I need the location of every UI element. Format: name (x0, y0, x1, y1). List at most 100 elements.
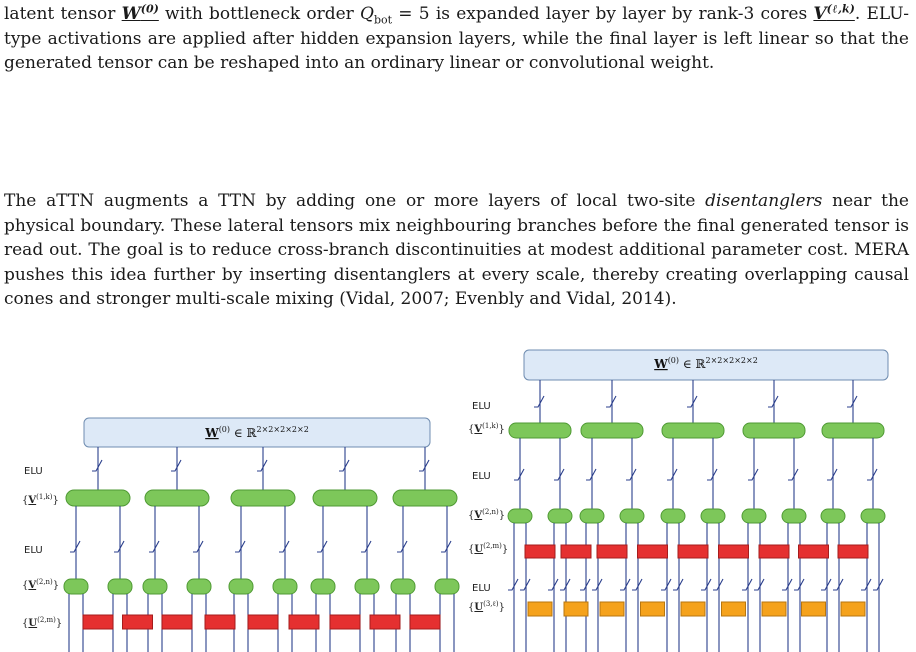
elu-activation-mark (827, 468, 838, 481)
v2-label: {V(2,n)} (22, 578, 59, 591)
elu-activation-mark (867, 468, 878, 481)
red-disentangler-u2 (82, 614, 114, 630)
math-qbot: Qbot (360, 4, 393, 27)
green-core-v2 (741, 508, 767, 524)
red-disentangler-u2 (524, 544, 556, 559)
u3-label: {U(3,ℓ)} (468, 600, 505, 613)
green-core-v2 (860, 508, 886, 524)
orange-disentangler-u3 (640, 601, 665, 617)
elu-activation-mark (861, 578, 872, 591)
green-core-v1 (312, 489, 378, 507)
green-core-v1 (580, 422, 644, 439)
elu-activation-mark (92, 459, 103, 472)
elu-label: ELU (24, 545, 43, 556)
elu-label: ELU (472, 471, 491, 482)
elu-activation-mark (847, 395, 858, 408)
elu-activation-mark (149, 540, 160, 553)
red-disentangler-u2 (247, 614, 279, 630)
elu-activation-mark (193, 540, 204, 553)
red-disentangler-u2 (288, 614, 320, 630)
elu-activation-mark (514, 468, 525, 481)
elu-activation-mark (768, 395, 779, 408)
red-disentangler-u2 (369, 614, 401, 630)
elu-activation-mark (441, 540, 452, 553)
math-v-core: V(ℓ,k) (813, 2, 855, 24)
elu-activation-mark (742, 578, 753, 591)
elu-activation-mark (794, 578, 805, 591)
red-disentangler-u2 (204, 614, 236, 630)
elu-label: ELU (472, 401, 491, 412)
elu-label: ELU (24, 466, 43, 477)
elu-activation-mark (620, 578, 631, 591)
elu-activation-mark (687, 395, 698, 408)
elu-activation-mark (508, 578, 519, 591)
green-core-v2 (547, 508, 573, 524)
v2-label: {V(2,n)} (468, 508, 505, 521)
green-core-v2 (142, 578, 168, 595)
red-disentangler-u2 (161, 614, 193, 630)
elu-activation-mark (606, 395, 617, 408)
green-core-v2 (354, 578, 380, 595)
orange-disentangler-u3 (840, 601, 866, 617)
orange-disentangler-u3 (599, 601, 625, 617)
red-disentangler-u2 (329, 614, 361, 630)
elu-activation-mark (754, 578, 765, 591)
elu-activation-mark (632, 578, 643, 591)
elu-activation-mark (548, 578, 559, 591)
elu-activation-mark (661, 578, 672, 591)
elu-activation-mark (520, 578, 531, 591)
tensor-w0-label: W(0) ∈ ℝ2×2×2×2×2 (653, 356, 758, 371)
green-core-v2 (579, 508, 605, 524)
paragraph-attn-mera: The aTTN augments a TTN by adding one or… (4, 191, 909, 309)
green-core-v1 (508, 422, 572, 439)
elu-activation-mark (560, 578, 571, 591)
green-core-v2 (107, 578, 133, 595)
elu-activation-mark (713, 578, 724, 591)
green-core-v2 (781, 508, 807, 524)
green-core-v2 (272, 578, 298, 595)
red-disentangler-u2 (798, 544, 829, 559)
elu-activation-mark (554, 468, 565, 481)
green-core-v1 (661, 422, 725, 439)
elu-activation-mark (821, 578, 832, 591)
elu-activation-mark (171, 459, 182, 472)
tensor-w0-label: W(0) ∈ ℝ2×2×2×2×2 (204, 425, 309, 440)
u2-label: {U(2,m)} (22, 616, 62, 629)
elu-activation-mark (873, 578, 884, 591)
elu-activation-mark (788, 468, 799, 481)
elu-activation-mark (279, 540, 290, 553)
v1-label: {V(1,k)} (468, 422, 505, 435)
green-core-v2 (390, 578, 416, 595)
paragraph-ttn-expansion: latent tensor W(0) with bottleneck order… (4, 2, 910, 73)
elu-activation-mark (361, 540, 372, 553)
red-disentangler-u2 (758, 544, 790, 559)
elu-activation-mark (339, 459, 350, 472)
v1-label: {V(1,k)} (22, 493, 59, 506)
green-core-v2 (619, 508, 645, 524)
elu-activation-mark (667, 468, 678, 481)
orange-disentangler-u3 (563, 601, 589, 617)
green-core-v1 (821, 422, 885, 439)
elu-label: ELU (472, 583, 491, 594)
elu-activation-mark (257, 459, 268, 472)
elu-activation-mark (317, 540, 328, 553)
red-disentangler-u2 (677, 544, 709, 559)
elu-activation-mark (673, 578, 684, 591)
green-core-v2 (660, 508, 686, 524)
red-disentangler-u2 (122, 614, 153, 630)
elu-activation-mark (235, 540, 246, 553)
elu-activation-mark (114, 540, 125, 553)
green-core-v1 (144, 489, 210, 507)
elu-activation-mark (782, 578, 793, 591)
red-disentangler-u2 (837, 544, 869, 559)
elu-activation-mark (70, 540, 81, 553)
math-w0: W(0) (121, 2, 159, 24)
green-core-v2 (507, 508, 533, 524)
green-core-v2 (700, 508, 726, 524)
red-disentangler-u2 (409, 614, 441, 630)
elu-activation-mark (626, 468, 637, 481)
elu-activation-mark (833, 578, 844, 591)
